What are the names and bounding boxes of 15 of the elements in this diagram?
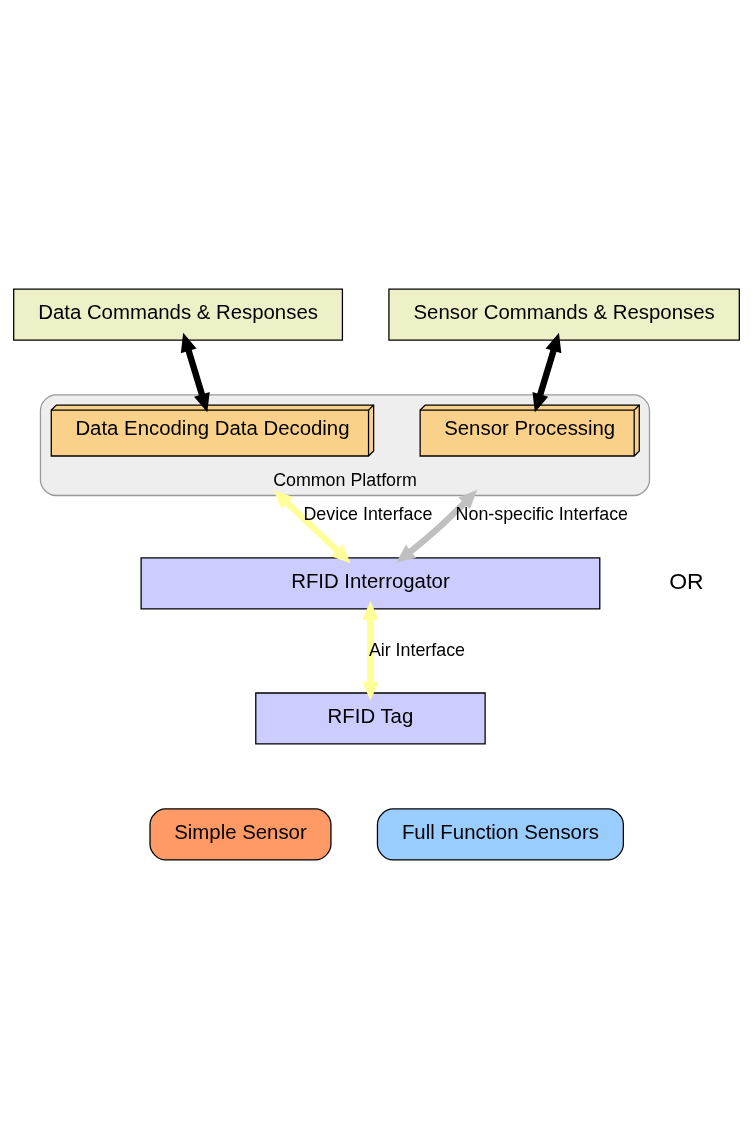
arrow — [362, 600, 379, 701]
node-box: Data Commands & Responses — [13, 287, 344, 341]
arrow — [396, 489, 478, 563]
node-box: Full Function Sensors — [376, 807, 624, 861]
arrow — [532, 332, 562, 412]
edge-label: Air Interface — [368, 639, 466, 660]
label: OR — [669, 567, 704, 594]
edge-label: Device Interface — [303, 503, 433, 524]
node-box: Sensor Commands & Responses — [388, 287, 740, 341]
edge-label: Non-specific Interface — [455, 503, 629, 524]
node-box: Simple Sensor — [149, 807, 332, 861]
arrow — [180, 332, 210, 412]
node-box: RFID Interrogator — [140, 556, 601, 610]
arrow — [273, 489, 351, 563]
node-box: RFID Tag — [255, 691, 486, 745]
